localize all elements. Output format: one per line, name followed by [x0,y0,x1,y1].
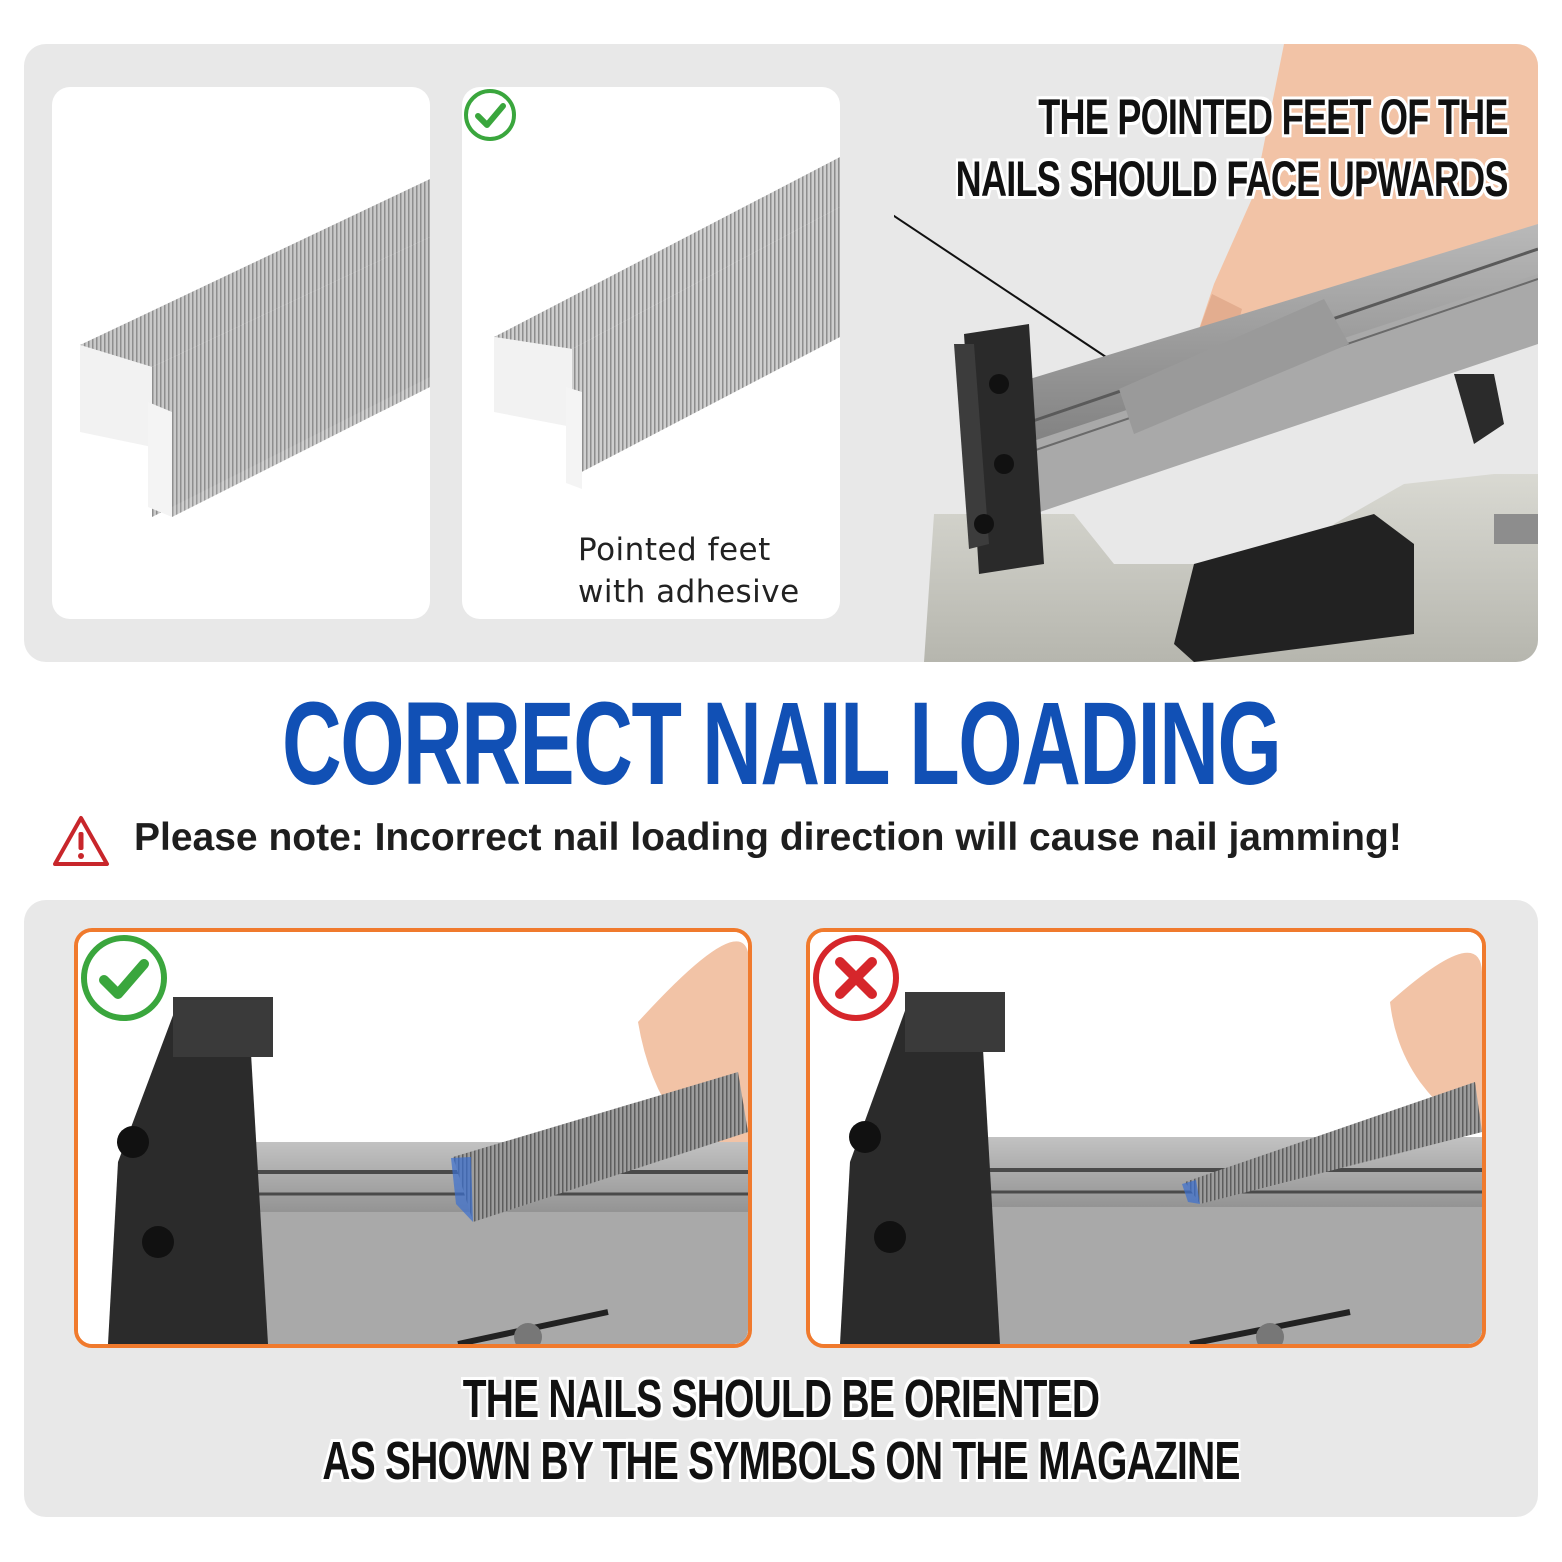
warning-row: Please note: Incorrect nail loading dire… [52,810,1532,870]
correct-loading-photo [74,928,752,1348]
warning-text: Please note: Incorrect nail loading dire… [134,816,1402,859]
bottom-panel: THE NAILS SHOULD BE ORIENTED AS SHOWN BY… [24,900,1538,1517]
warning-triangle-icon [53,816,109,866]
cross-circle-icon [813,935,899,1021]
nail-strip-adhesive-image [494,157,840,489]
correct-loading-image [78,932,748,1344]
adhesive-label-line2: with adhesive [578,574,800,610]
check-circle-icon [81,935,167,1021]
nail-strip-adhesive-card: Pointed feet with adhesive [462,87,840,619]
wrong-loading-image [810,932,1482,1344]
adhesive-label-line1: Pointed feet [578,532,771,568]
top-callout-line1: THE POINTED FEET OF THE [1038,89,1509,145]
nail-strip-plain-card [52,87,430,619]
main-title-text: CORRECT NAIL LOADING [281,678,1282,810]
main-title: CORRECT NAIL LOADING [0,684,1562,804]
wrong-loading-photo [806,928,1486,1348]
adhesive-label: Pointed feet with adhesive [578,529,800,613]
bottom-caption-line2: AS SHOWN BY THE SYMBOLS ON THE MAGAZINE [322,1431,1240,1491]
nail-strip-plain-image [80,179,430,517]
nail-gun-photo [894,44,1538,662]
top-callout-line2: NAILS SHOULD FACE UPWARDS [955,151,1509,207]
bottom-caption-line1: THE NAILS SHOULD BE ORIENTED [462,1369,1100,1429]
bottom-caption: THE NAILS SHOULD BE ORIENTED AS SHOWN BY… [24,1368,1538,1492]
top-panel: Pointed feet with adhesive [24,44,1538,662]
top-callout: THE POINTED FEET OF THE NAILS SHOULD FAC… [741,86,1509,210]
check-circle-icon [464,89,516,141]
